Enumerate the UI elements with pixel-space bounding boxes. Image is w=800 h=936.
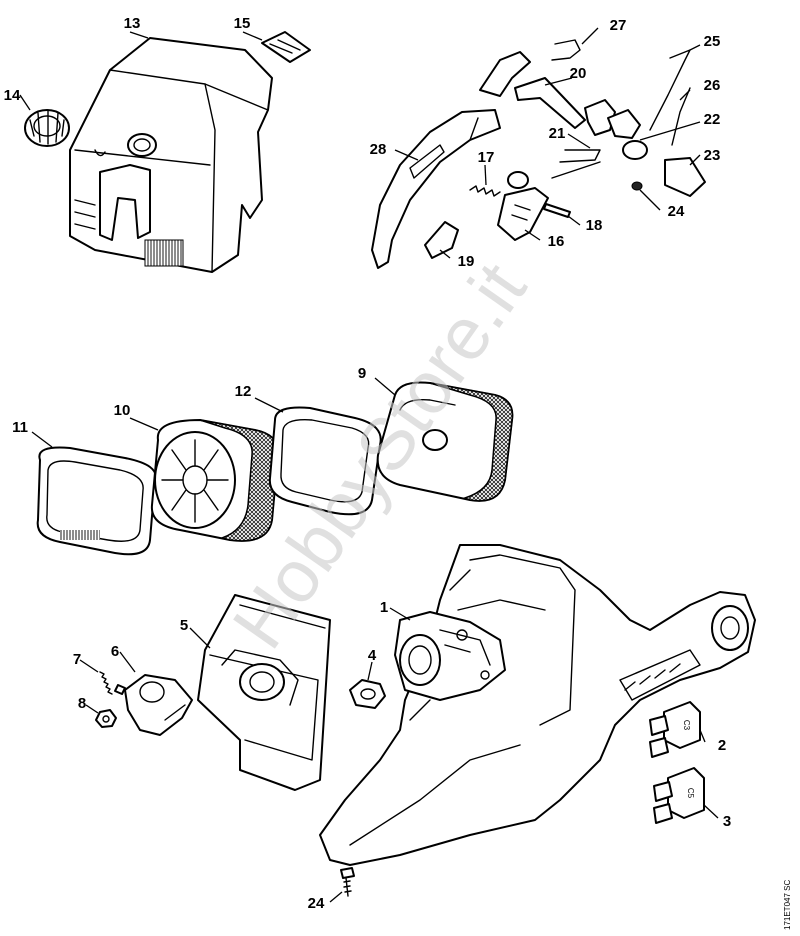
callout-5: 5 xyxy=(180,617,188,634)
shaft-lever xyxy=(584,99,641,139)
screw-7 xyxy=(99,671,126,695)
flange xyxy=(349,679,386,709)
callout-9: 9 xyxy=(358,365,366,382)
bracket-3-marking: C5 xyxy=(686,788,695,799)
callout-labels: 1 2 3 4 5 6 7 8 9 10 11 12 13 14 15 16 1… xyxy=(4,15,732,912)
choke-rod-lever xyxy=(479,51,586,129)
callout-24-bottom: 24 xyxy=(308,895,325,912)
callout-7: 7 xyxy=(73,651,81,668)
support-bracket xyxy=(664,157,706,197)
bushing xyxy=(507,171,529,189)
callout-24-top: 24 xyxy=(668,203,685,220)
callout-22: 22 xyxy=(704,111,721,128)
sleeve xyxy=(622,140,648,160)
rear-handle xyxy=(371,109,501,269)
callout-11: 11 xyxy=(12,419,28,436)
callout-21: 21 xyxy=(549,125,566,142)
trigger-pin xyxy=(543,203,571,218)
bracket-2: C3 xyxy=(649,701,701,758)
callout-18: 18 xyxy=(586,217,603,234)
filter-ring-11 xyxy=(36,446,157,556)
screw-top xyxy=(631,181,643,191)
trigger-spring xyxy=(469,185,501,197)
bracket-2-marking: C3 xyxy=(682,720,691,731)
carburetor xyxy=(394,611,506,701)
callout-1: 1 xyxy=(380,599,388,616)
callout-3: 3 xyxy=(723,813,731,830)
drawing-code: 171ET047 SC xyxy=(783,880,792,930)
callout-13: 13 xyxy=(124,15,141,32)
screw-bottom xyxy=(340,867,355,897)
filter-element-9 xyxy=(376,381,514,502)
choke-rod xyxy=(649,49,691,146)
callout-15: 15 xyxy=(234,15,251,32)
callout-14: 14 xyxy=(4,87,21,104)
callout-17: 17 xyxy=(478,149,495,166)
bracket-3: C5 xyxy=(653,767,705,824)
shroud-cover xyxy=(69,37,273,273)
callout-28: 28 xyxy=(370,141,387,158)
spring-clip xyxy=(551,39,581,61)
grille-insert xyxy=(261,31,311,63)
knob xyxy=(24,109,70,147)
callout-12: 12 xyxy=(235,383,252,400)
filter-ring-12 xyxy=(268,406,382,516)
callout-10: 10 xyxy=(114,402,131,419)
callout-25: 25 xyxy=(704,33,721,50)
callout-16: 16 xyxy=(548,233,565,250)
throttle-rod xyxy=(551,149,601,179)
callout-27: 27 xyxy=(610,17,627,34)
filter-element-10 xyxy=(150,419,280,542)
callout-19: 19 xyxy=(458,253,475,270)
callout-2: 2 xyxy=(718,737,726,754)
crankcase-housing xyxy=(319,544,756,866)
baffle-plate xyxy=(197,594,331,791)
callout-6: 6 xyxy=(111,643,119,660)
throttle-trigger xyxy=(497,187,549,241)
leader-lines xyxy=(19,27,719,903)
callout-26: 26 xyxy=(704,77,721,94)
callout-8: 8 xyxy=(78,695,86,712)
callout-20: 20 xyxy=(570,65,587,82)
filter-holder xyxy=(124,674,193,736)
callout-4: 4 xyxy=(368,647,377,664)
nut-8 xyxy=(95,709,117,728)
callout-23: 23 xyxy=(704,147,721,164)
interlock-lever xyxy=(424,221,459,259)
